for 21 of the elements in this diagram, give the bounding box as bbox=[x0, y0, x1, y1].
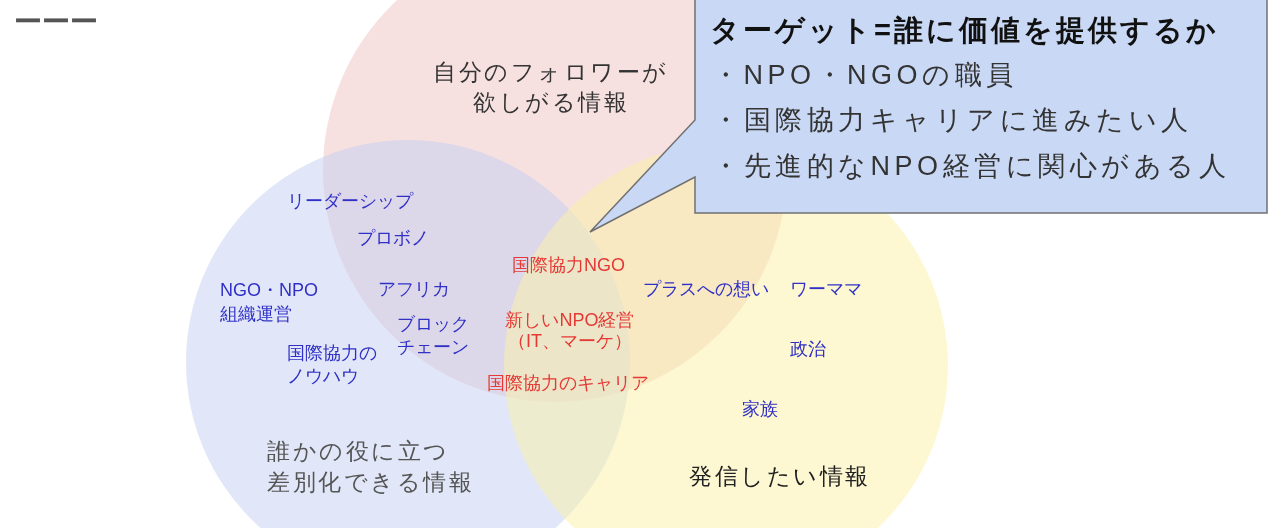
topic-label: リーダーシップ bbox=[287, 190, 413, 212]
page-title: ーーー bbox=[14, 5, 98, 39]
topic-label: ワーママ bbox=[790, 278, 862, 300]
topic-label: 政治 bbox=[790, 338, 826, 360]
topic-label: 国際協力のキャリア bbox=[487, 372, 649, 394]
topic-label: 家族 bbox=[742, 398, 778, 420]
topic-label: 新しいNPO経営（IT、マーケ） bbox=[505, 310, 635, 352]
topic-label: ブロックチェーン bbox=[397, 313, 469, 359]
topic-label: アフリカ bbox=[378, 278, 450, 300]
topic-label: 国際協力NGO bbox=[512, 254, 625, 276]
callout-heading: ターゲット=誰に価値を提供するか bbox=[710, 13, 1219, 48]
bullet-item: ・国際協力キャリアに進みたい人 bbox=[712, 104, 1193, 137]
circle-title: 発信したい情報 bbox=[689, 462, 871, 491]
topic-label: 国際協力のノウハウ bbox=[287, 342, 377, 388]
topic-label: プラスへの想い bbox=[643, 278, 769, 300]
topic-label: プロボノ bbox=[357, 227, 429, 249]
bullet-item: ・NPO・NGOの職員 bbox=[712, 59, 1018, 92]
circle-title: 誰かの役に立つ差別化できる情報 bbox=[267, 437, 474, 497]
bullet-item: ・先進的なNPO経営に関心がある人 bbox=[712, 150, 1230, 183]
circle-title: 自分のフォロワーが欲しがる情報 bbox=[433, 58, 669, 117]
topic-label: NGO・NPO組織運営 bbox=[220, 279, 318, 326]
